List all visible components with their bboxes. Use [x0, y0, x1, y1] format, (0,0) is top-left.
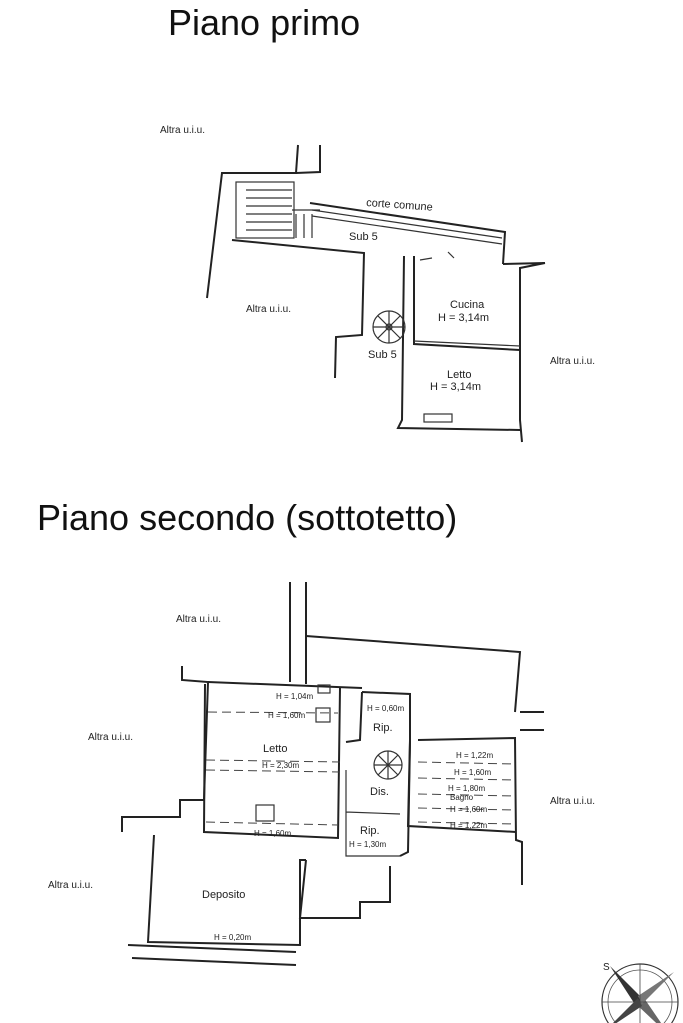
floor1-label-altra-right: Altra u.i.u.: [550, 356, 595, 367]
floor2-label-rip1-h: H = 0,60m: [367, 704, 404, 713]
floor2-room-deposito-wall: [146, 834, 306, 947]
floor2-label-letto-h1: H = 1,04m: [276, 692, 313, 701]
compass-rose-icon: [601, 963, 679, 1023]
floor2-label-bagno-h5: H = 1,22m: [450, 821, 487, 830]
floor2-label-rip2: Rip.: [360, 825, 380, 837]
floor1-wall-left-lower: [231, 239, 366, 379]
floor2-title: Piano secondo (sottotetto): [37, 497, 458, 538]
floor2-room-letto-wall: [202, 683, 341, 840]
floor1-spiral-stair: [372, 310, 406, 344]
floor1-wall-corte: [309, 202, 507, 265]
floor2-label-altra-top: Altra u.i.u.: [176, 614, 221, 625]
floor1-wall-right: [502, 262, 546, 443]
floor2-label-bagno-h1: H = 1,22m: [456, 751, 493, 760]
floor1-label-letto-h: H = 3,14m: [430, 381, 481, 393]
floor2-label-letto: Letto: [263, 743, 287, 755]
floor2-label-bagno: Bagno: [450, 793, 474, 802]
floor1-wall-inner-vert: [396, 255, 521, 431]
floor1-wall-outer: [206, 144, 299, 299]
floor1-label-sub5-top: Sub 5: [349, 231, 378, 243]
floor2-plan: [121, 582, 544, 966]
floor2-label-rip2-h: H = 1,30m: [349, 840, 386, 849]
floor2-spiral-stair: [373, 750, 403, 780]
floor1-label-altra-left: Altra u.i.u.: [246, 304, 291, 315]
floor1-wall-top: [295, 145, 321, 174]
floor2-label-deposito-h: H = 0,20m: [214, 933, 251, 942]
compass-north-letter: S: [603, 962, 610, 973]
floor2-label-letto-h2: H = 1,60m: [268, 711, 305, 720]
floor2-label-deposito: Deposito: [202, 889, 245, 901]
floor2-label-bagno-h2: H = 1,60m: [454, 768, 491, 777]
floor1-label-cucina: Cucina: [450, 299, 485, 311]
floor2-label-letto-h4: H = 1,60m: [254, 829, 291, 838]
floor1-label-corte: corte comune: [366, 197, 433, 214]
floor2-label-altra-left: Altra u.i.u.: [88, 732, 133, 743]
floor2-label-altra-bottom-left: Altra u.i.u.: [48, 880, 93, 891]
floor2-label-rip1: Rip.: [373, 722, 393, 734]
floor2-room-bagno-wall: [417, 736, 523, 885]
floor2-label-bagno-h3: H = 1,80m: [448, 784, 485, 793]
floor2-label-dis: Dis.: [370, 786, 389, 798]
floor1-plan: [206, 144, 546, 443]
floor1-title: Piano primo: [168, 2, 361, 43]
floor2-label-letto-h3: H = 2,30m: [262, 761, 299, 770]
floor1-label-sub5-mid: Sub 5: [368, 349, 397, 361]
floor1-label-altra-top: Altra u.i.u.: [160, 125, 205, 136]
floor2-label-bagno-h4: H = 1,60m: [450, 805, 487, 814]
floor1-label-cucina-h: H = 3,14m: [438, 312, 489, 324]
floor2-label-altra-right: Altra u.i.u.: [550, 796, 595, 807]
floor1-label-letto: Letto: [447, 369, 471, 381]
